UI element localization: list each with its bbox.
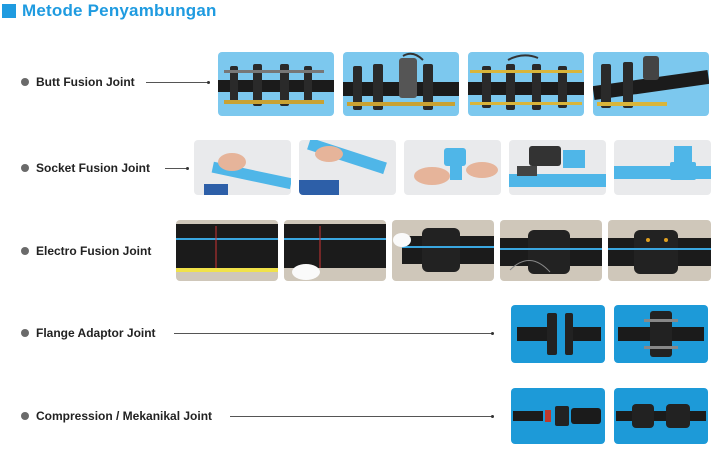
socket-fusion-photo-4 — [509, 140, 606, 195]
electro-fusion-photo-3 — [392, 220, 494, 281]
electro-fusion-photo-4 — [500, 220, 602, 281]
row-label: Compression / Mekanikal Joint — [36, 409, 213, 423]
electro-fusion-photo-5 — [608, 220, 711, 281]
bullet-icon — [21, 412, 29, 420]
bullet-icon — [21, 78, 29, 86]
row-label: Butt Fusion Joint — [36, 75, 135, 89]
socket-fusion-photo-5 — [614, 140, 711, 195]
row-label: Electro Fusion Joint — [36, 244, 152, 258]
leader-line — [174, 333, 492, 334]
butt-fusion-photo-4 — [593, 52, 709, 116]
socket-fusion-photo-2 — [299, 140, 396, 195]
bullet-icon — [21, 164, 29, 172]
leader-dot — [186, 167, 189, 170]
row-compression-joint: Compression / Mekanikal Joint — [0, 386, 711, 446]
row-socket-fusion: Socket Fusion Joint — [0, 138, 711, 198]
butt-fusion-photo-3 — [468, 52, 584, 116]
page-title: Metode Penyambungan — [22, 1, 217, 20]
header-square-icon — [2, 4, 16, 18]
butt-fusion-photo-2 — [343, 52, 459, 116]
electro-fusion-photo-2 — [284, 220, 386, 281]
leader-dot — [207, 81, 210, 84]
flange-adaptor-photo-2 — [614, 305, 708, 363]
row-butt-fusion: Butt Fusion Joint — [0, 50, 711, 120]
leader-line — [165, 168, 187, 169]
flange-adaptor-photo-1 — [511, 305, 605, 363]
leader-line — [230, 416, 492, 417]
butt-fusion-photo-1 — [218, 52, 334, 116]
compression-fitting-photo-2 — [614, 388, 708, 444]
page-header: Metode Penyambungan — [0, 0, 217, 22]
row-electro-fusion: Electro Fusion Joint — [0, 218, 711, 284]
row-flange-adaptor: Flange Adaptor Joint — [0, 303, 711, 365]
bullet-icon — [21, 329, 29, 337]
bullet-icon — [21, 247, 29, 255]
leader-dot — [491, 415, 494, 418]
socket-fusion-photo-3 — [404, 140, 501, 195]
compression-fitting-photo-1 — [511, 388, 605, 444]
leader-line — [146, 82, 208, 83]
row-label: Flange Adaptor Joint — [36, 326, 156, 340]
leader-dot — [491, 332, 494, 335]
row-label: Socket Fusion Joint — [36, 161, 151, 175]
socket-fusion-photo-1 — [194, 140, 291, 195]
electro-fusion-photo-1 — [176, 220, 278, 281]
